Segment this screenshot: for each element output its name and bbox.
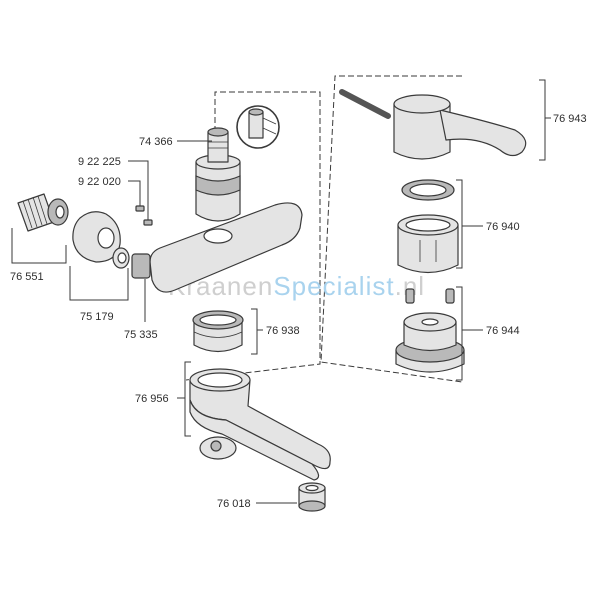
watermark: KraanenSpecialist.nl (168, 271, 425, 301)
leader-lines (11, 79, 551, 504)
detail-inset-circle (236, 105, 280, 149)
part-922225-screw (143, 219, 153, 226)
part-label-74366: 74 366 (139, 136, 173, 148)
spout-aerator (199, 436, 237, 460)
part-label-76944: 76 944 (486, 325, 520, 337)
dashed-line-cartridge-group (320, 75, 463, 383)
part-label-76938: 76 938 (266, 325, 300, 337)
part-labels: 74 366 9 22 225 9 22 020 76 551 75 179 7… (10, 113, 587, 510)
part-label-922020: 9 22 020 (78, 176, 121, 188)
assembly-dashed-lines (185, 75, 463, 383)
part-76943-lever-handle (339, 89, 527, 160)
cartridge-screw-right (445, 288, 455, 304)
part-label-75179: 75 179 (80, 311, 114, 323)
part-label-76018: 76 018 (217, 498, 251, 510)
part-label-922225: 9 22 225 (78, 156, 121, 168)
leader-line-76551 (11, 228, 67, 264)
body-top-opening (203, 228, 233, 244)
cartridge-screw-left (405, 288, 415, 304)
part-label-76956: 76 956 (135, 393, 169, 405)
part-922020-screw (135, 205, 145, 212)
part-75179-rosette-cover (72, 211, 121, 263)
leader-line-922020 (128, 180, 141, 206)
part-label-76943: 76 943 (553, 113, 587, 125)
leader-line-75179 (69, 266, 129, 301)
part-76938-ring-assembly (192, 310, 244, 353)
part-76018-insert (298, 482, 326, 512)
part-75335-ring (112, 247, 130, 269)
leader-line-922225 (128, 160, 149, 220)
part-76956-spout (189, 368, 331, 481)
part-76944-cartridge (395, 288, 465, 373)
part-label-75335: 75 335 (124, 329, 158, 341)
dashed-line-body-to-spout (185, 91, 321, 381)
part-label-76551: 76 551 (10, 271, 44, 283)
part-74366-spindle (207, 127, 229, 163)
leader-bracket-76956 (184, 361, 191, 437)
leader-bracket-76943 (539, 79, 546, 161)
body-nut (131, 253, 151, 279)
lever-pin (339, 89, 391, 119)
leader-bracket-76944 (456, 286, 463, 381)
part-76940-nut-and-sleeve (397, 179, 459, 274)
leader-bracket-76940 (456, 179, 463, 269)
leader-bracket-76938 (251, 308, 258, 355)
part-76551-threaded-fitting (17, 193, 69, 232)
part-label-76940: 76 940 (486, 221, 520, 233)
